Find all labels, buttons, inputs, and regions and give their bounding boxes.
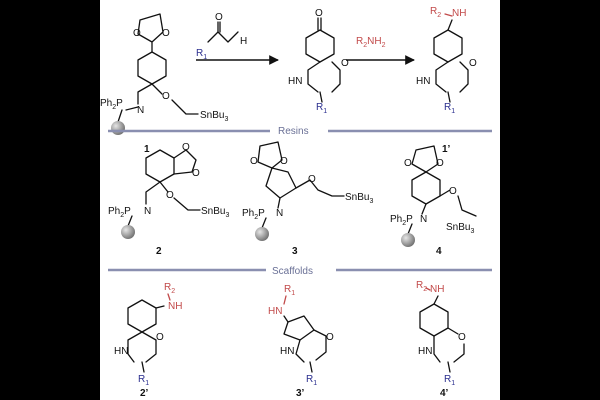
- svg-text:R2: R2: [416, 280, 427, 293]
- svg-text:N: N: [276, 208, 283, 219]
- svg-text:Ph2P: Ph2P: [108, 206, 131, 219]
- svg-text:R2NH2: R2NH2: [356, 36, 386, 49]
- svg-text:NH: NH: [430, 284, 444, 295]
- reaction-step-1: O H R1: [196, 12, 279, 65]
- scaffold-3-prime: R1 HN O HN R1 3’: [268, 284, 334, 399]
- svg-text:O: O: [250, 156, 258, 167]
- svg-text:O: O: [166, 190, 174, 201]
- svg-text:HN: HN: [288, 76, 302, 87]
- svg-text:N: N: [144, 206, 151, 217]
- resin-4: O O O SnBu3 N Ph2P 4: [390, 145, 477, 257]
- svg-text:HN: HN: [114, 346, 128, 357]
- svg-text:R2: R2: [164, 282, 175, 295]
- resin-3: O O O SnBu3 N Ph2P 3: [242, 141, 373, 257]
- resin-bead-icon: [401, 233, 415, 247]
- compound-label-2: 2: [156, 246, 162, 257]
- svg-text:O: O: [326, 332, 334, 343]
- compound-label-2-prime: 2’: [140, 388, 149, 399]
- scaffolds-divider: Scaffolds: [108, 266, 492, 277]
- svg-text:R1: R1: [444, 102, 455, 115]
- svg-text:N: N: [137, 105, 144, 116]
- svg-text:O: O: [436, 158, 444, 169]
- compound-label-1: 1: [144, 144, 150, 155]
- svg-text:R1: R1: [196, 48, 207, 61]
- svg-text:HN: HN: [418, 346, 432, 357]
- scaffolds-heading: Scaffolds: [272, 266, 313, 277]
- compound-label-4: 4: [436, 246, 442, 257]
- svg-text:O: O: [162, 28, 170, 39]
- svg-text:O: O: [215, 12, 223, 23]
- svg-text:R1: R1: [306, 374, 317, 387]
- svg-text:H: H: [240, 36, 247, 47]
- svg-text:O: O: [162, 91, 170, 102]
- svg-text:O: O: [458, 332, 466, 343]
- svg-text:N: N: [420, 214, 427, 225]
- svg-text:O: O: [192, 168, 200, 179]
- svg-text:Ph2P: Ph2P: [242, 208, 265, 221]
- svg-text:HN: HN: [268, 306, 282, 317]
- svg-text:R1: R1: [284, 284, 295, 297]
- scaffold-4-prime: R2 NH O HN R1 4’: [416, 280, 466, 399]
- reaction-step-2: R2NH2: [346, 36, 415, 65]
- compound-label-1-prime: 1’: [442, 144, 451, 155]
- reaction-scheme: O O O SnBu3 N Ph2P 1 O H R1 O O HN R1 R2…: [100, 6, 492, 399]
- svg-text:SnBu3: SnBu3: [200, 110, 228, 123]
- scaffold-2-prime: R2 NH O HN R1 2’: [114, 282, 182, 399]
- svg-text:O: O: [449, 186, 457, 197]
- svg-text:O: O: [404, 158, 412, 169]
- svg-text:O: O: [308, 174, 316, 185]
- svg-text:R2: R2: [430, 6, 441, 19]
- compound-1: O O O SnBu3 N Ph2P 1: [100, 13, 228, 155]
- svg-text:O: O: [133, 28, 141, 39]
- svg-text:O: O: [469, 58, 477, 69]
- svg-text:HN: HN: [416, 76, 430, 87]
- svg-text:SnBu3: SnBu3: [345, 192, 373, 205]
- resin-2: O O O SnBu3 N Ph2P 2: [108, 142, 229, 257]
- svg-text:NH: NH: [168, 301, 182, 312]
- svg-text:Ph2P: Ph2P: [100, 98, 123, 111]
- svg-text:O: O: [280, 156, 288, 167]
- svg-text:Ph2P: Ph2P: [390, 214, 413, 227]
- resins-divider: Resins: [108, 126, 492, 137]
- resins-heading: Resins: [278, 126, 309, 137]
- svg-text:R1: R1: [138, 374, 149, 387]
- svg-text:R1: R1: [444, 374, 455, 387]
- compound-label-3: 3: [292, 246, 298, 257]
- svg-text:O: O: [341, 58, 349, 69]
- svg-text:O: O: [182, 142, 190, 153]
- svg-text:HN: HN: [280, 346, 294, 357]
- svg-text:NH: NH: [452, 8, 466, 19]
- sn-label: SnBu3: [200, 110, 228, 123]
- resin-bead-icon: [121, 225, 135, 239]
- resin-bead-icon: [111, 121, 125, 135]
- svg-text:SnBu3: SnBu3: [201, 206, 229, 219]
- compound-label-3-prime: 3’: [296, 388, 305, 399]
- compound-label-4-prime: 4’: [440, 388, 449, 399]
- svg-text:O: O: [315, 8, 323, 19]
- intermediate-ketone: O O HN R1: [288, 8, 349, 115]
- svg-text:R1: R1: [316, 102, 327, 115]
- svg-text:O: O: [156, 332, 164, 343]
- resin-bead-icon: [255, 227, 269, 241]
- scheme-panel: O O O SnBu3 N Ph2P 1 O H R1 O O HN R1 R2…: [100, 0, 500, 400]
- compound-1-prime: R2 NH O HN R1 1’: [416, 6, 477, 155]
- svg-text:SnBu3: SnBu3: [446, 222, 474, 235]
